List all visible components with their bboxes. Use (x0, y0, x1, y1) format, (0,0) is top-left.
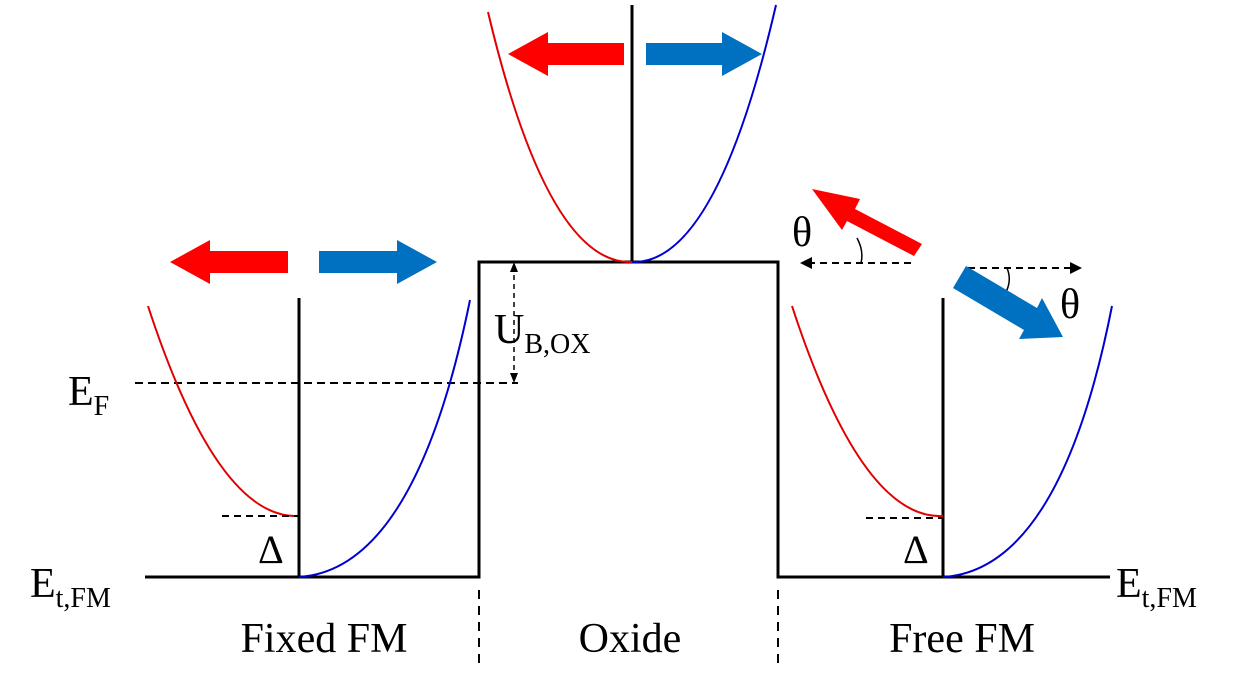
barrier-arrow-head-bottom (510, 373, 518, 383)
region-free-fm-label: Free FM (889, 616, 1035, 662)
barrier-height-subscript: B,OX (524, 329, 590, 360)
ef-label: EF (68, 369, 109, 422)
theta-arc-left (856, 237, 863, 264)
free-fm-band-down (942, 305, 1113, 578)
fixed-fm-band-up (147, 305, 300, 518)
et-right-label: Et,FM (1116, 561, 1197, 614)
delta-right-label: Δ (903, 527, 929, 572)
et-left-subscript: t,FM (56, 583, 111, 614)
barrier-height-label: UB,OX (494, 307, 590, 360)
delta-left-label: Δ (258, 527, 284, 572)
fixed-fm-spin-down-arrow (319, 240, 437, 284)
theta-left-label: θ (792, 210, 812, 256)
et-right-subscript: t,FM (1142, 583, 1197, 614)
oxide-band-up (487, 11, 633, 264)
barrier-arrow-head-top (510, 262, 518, 272)
fixed-fm-spin-up-arrow (170, 240, 288, 284)
region-fixed-fm-label: Fixed FM (241, 616, 408, 662)
ef-subscript: F (94, 391, 110, 422)
free-fm-spin-down-arrow (953, 266, 1063, 339)
oxide-band-down (631, 4, 777, 264)
theta-arc-right (1005, 267, 1010, 293)
fixed-fm-band-down (298, 299, 471, 578)
band-edge-profile (145, 260, 1110, 579)
free-fm-band-up (791, 305, 944, 518)
oxide-spin-down-arrow (646, 32, 762, 76)
region-oxide-label: Oxide (579, 616, 682, 662)
free-fm-reference-right-head (1070, 262, 1082, 274)
et-left-label: Et,FM (30, 561, 111, 614)
oxide-spin-up-arrow (508, 32, 624, 76)
theta-right-label: θ (1060, 282, 1080, 328)
free-fm-spin-up-arrow (812, 189, 922, 256)
free-fm-reference-left-head (800, 257, 812, 269)
